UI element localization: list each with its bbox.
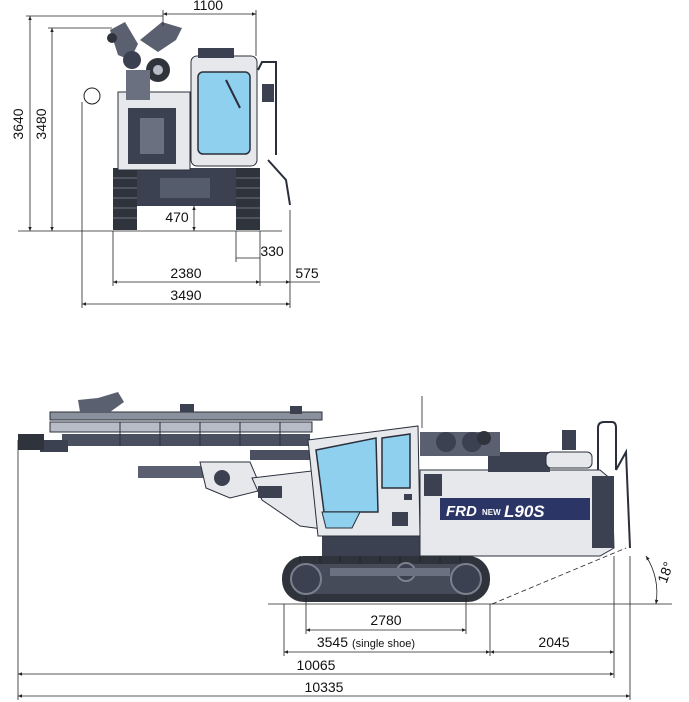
side-cab-window-front xyxy=(315,437,379,513)
dim-cab-height: 3480 xyxy=(33,108,49,139)
front-wiper xyxy=(225,79,241,109)
front-boom-head xyxy=(107,22,182,100)
front-tracks xyxy=(113,168,260,230)
dim-angle: 18° xyxy=(654,560,676,585)
dim-side-extension: 575 xyxy=(295,265,319,281)
brand-model-prefix: NEW xyxy=(482,508,501,517)
dim-length-a: 10065 xyxy=(297,657,336,673)
dim-track-shoe-width: 330 xyxy=(260,243,284,259)
dim-length-b: 10335 xyxy=(305,679,344,695)
brand-logo: FRD xyxy=(446,503,477,520)
dim-total-height: 3640 xyxy=(10,108,26,139)
front-view: 1100 3640 3480 470 330 2380 575 3490 xyxy=(10,0,320,308)
dim-overall-width: 3490 xyxy=(170,287,201,303)
brand-model: L90S xyxy=(504,502,545,521)
front-handrail xyxy=(257,61,277,155)
side-view: FRD NEW L90S xyxy=(17,392,676,700)
side-brand-stripe xyxy=(440,498,590,520)
dim-track-width: 2380 xyxy=(170,265,201,281)
side-arm xyxy=(138,450,331,531)
front-work-light xyxy=(83,87,101,105)
side-dimension-lines xyxy=(17,440,631,700)
dim-rear-overhang: 2045 xyxy=(538,634,569,650)
front-dimension-lines xyxy=(26,10,320,308)
dim-top-width: 1100 xyxy=(193,0,223,13)
side-cab-window-side xyxy=(381,433,411,489)
side-boom xyxy=(18,392,323,452)
dim-track-length-note: (single shoe) xyxy=(352,638,415,650)
angle-arc xyxy=(645,555,659,605)
dim-track-length: 3545 xyxy=(317,634,348,650)
side-winch xyxy=(420,431,500,456)
side-track xyxy=(282,556,490,602)
dim-tumbler-distance: 2780 xyxy=(370,612,401,628)
front-cab-window xyxy=(197,71,251,155)
departure-angle-line xyxy=(491,547,627,605)
dim-ground-clearance: 470 xyxy=(165,209,189,225)
